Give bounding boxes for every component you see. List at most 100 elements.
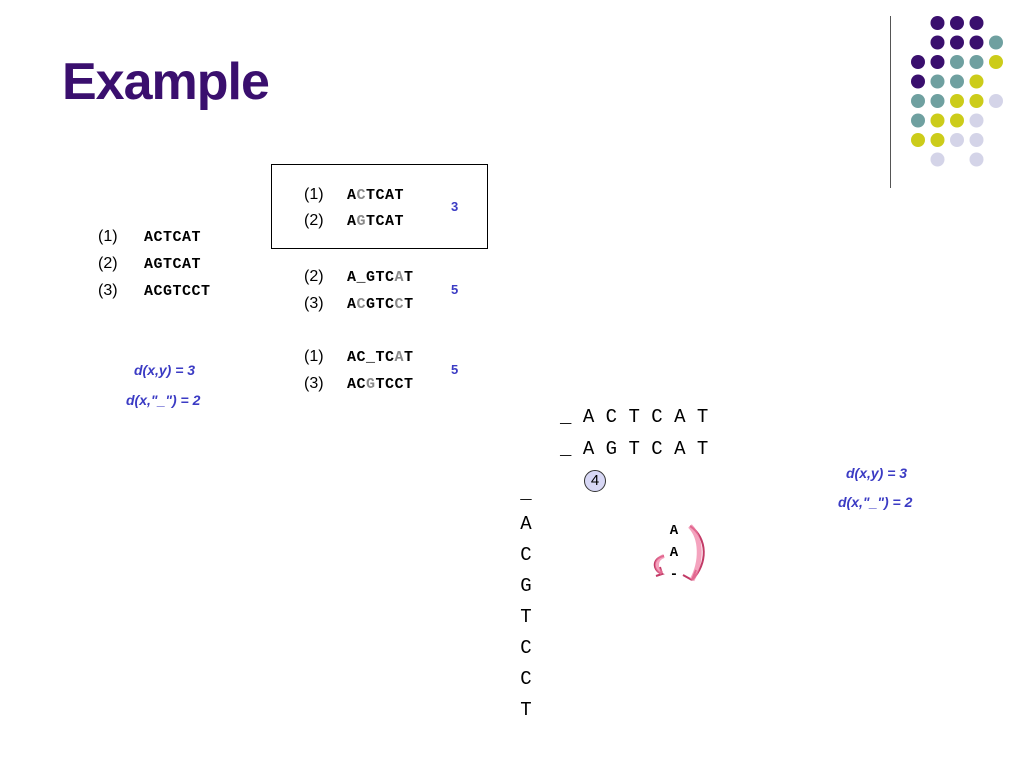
matrix-header-row-2: _ A G T C A T: [560, 438, 708, 460]
pair-number: (3): [304, 295, 324, 312]
sequence-segment: TCAT: [366, 213, 405, 230]
decorative-dot: [930, 113, 945, 128]
decorative-dot: [950, 55, 964, 69]
item-sequence: AGTCAT: [144, 256, 202, 273]
decorative-dot: [911, 94, 925, 108]
pair-row: (2)AGTCAT: [304, 212, 404, 238]
matrix-column-cell: T: [520, 699, 532, 721]
highlighted-letter: C: [394, 296, 405, 313]
pair-sequence: ACTCAT: [347, 187, 404, 204]
pair-row: (2) A_GTCAT: [304, 268, 414, 295]
transition-char: -: [669, 567, 679, 583]
matrix-column-cell: C: [520, 637, 532, 659]
pair-1-3: (1)AC_TCAT (3)ACGTCCT: [304, 348, 414, 402]
matrix-header-cell: T: [696, 438, 709, 460]
highlighted-letter: G: [366, 376, 376, 393]
distance-mismatch: d(x,y) = 3: [134, 362, 196, 378]
pair-row: (3)ACGTCCT: [304, 295, 414, 322]
sequence-segment: T: [404, 296, 414, 313]
distance-gap: d(x,"_") = 2: [838, 494, 913, 510]
item-sequence: ACGTCCT: [144, 283, 211, 300]
pair-number: (1): [304, 186, 324, 203]
list-item: (1) ACTCAT: [98, 228, 211, 255]
matrix-header-cell: G: [605, 438, 618, 460]
list-item: (2) AGTCAT: [98, 255, 211, 282]
sequence-segment: GTC: [366, 296, 395, 313]
matrix-header-cell: A: [674, 438, 686, 460]
item-number: (2): [98, 255, 118, 272]
pair-number: (1): [304, 348, 324, 365]
decorative-dot: [911, 113, 925, 128]
pair-sequence: A_GTCAT: [347, 269, 414, 286]
decorative-dot: [950, 74, 964, 89]
decorative-dot-grid: [911, 16, 1003, 167]
decorative-dot: [930, 55, 945, 69]
item-number: (1): [98, 228, 118, 245]
decorative-dot: [930, 74, 945, 89]
sequence-list: (1) ACTCAT (2) AGTCAT (3) ACGTCCT: [98, 228, 211, 309]
decorative-dot: [911, 133, 925, 147]
list-item: (3) ACGTCCT: [98, 282, 211, 309]
matrix-header-cell: _: [560, 438, 572, 460]
matrix-cell-value: 4: [584, 470, 606, 492]
pair-row: (3)ACGTCCT: [304, 375, 414, 402]
matrix-column-cell: C: [520, 668, 532, 690]
pair-sequence: AGTCAT: [347, 213, 404, 230]
decorative-dot: [969, 152, 984, 167]
decorative-dot: [969, 133, 984, 147]
slide-title: Example: [62, 53, 270, 111]
highlighted-letter: C: [356, 187, 367, 204]
sequence-segment: TCCT: [375, 376, 414, 393]
decorative-dot: [969, 35, 984, 50]
distance-gap: d(x,"_") = 2: [126, 392, 201, 408]
decorative-dot: [950, 35, 964, 50]
decorative-dot: [969, 94, 984, 108]
decorative-dot: [969, 55, 984, 69]
pair-sequence: ACGTCCT: [347, 376, 414, 393]
sequence-segment: A_GTC: [347, 269, 395, 286]
matrix-header-cell: A: [674, 406, 686, 428]
matrix-column-cell: _: [520, 482, 532, 504]
matrix-header-cell: C: [651, 438, 663, 460]
decorative-dot: [989, 35, 1003, 50]
sequence-segment: A: [347, 187, 357, 204]
divider-line: [890, 16, 891, 188]
matrix-column: _ A C G T C C T: [516, 478, 536, 726]
transition-chars: A A -: [667, 520, 681, 586]
decorative-dot: [930, 152, 945, 167]
sequence-segment: TCAT: [366, 187, 405, 204]
sequence-segment: AC_TC: [347, 349, 395, 366]
sequence-segment: A: [347, 213, 357, 230]
decorative-dot: [989, 94, 1003, 108]
pair-row: (1)AC_TCAT: [304, 348, 414, 375]
matrix-header-row-1: _ A C T C A T: [560, 406, 708, 428]
sequence-segment: T: [404, 349, 414, 366]
transition-char: A: [669, 523, 679, 539]
pair-score: 5: [451, 362, 459, 377]
matrix-column-cell: T: [520, 606, 532, 628]
item-number: (3): [98, 282, 118, 299]
highlight-box: [271, 164, 488, 249]
matrix-header-cell: C: [605, 406, 618, 428]
highlighted-letter: G: [356, 213, 367, 230]
distance-mismatch: d(x,y) = 3: [846, 465, 908, 481]
highlighted-letter: A: [394, 269, 405, 286]
decorative-dot: [969, 113, 984, 128]
matrix-header-cell: _: [560, 406, 572, 428]
matrix-header-cell: T: [696, 406, 709, 428]
pair-score: 5: [451, 282, 459, 297]
matrix-column-cell: C: [520, 544, 532, 566]
pair-score: 3: [451, 199, 459, 214]
pair-1-2: (1)ACTCAT (2)AGTCAT: [304, 186, 404, 238]
decorative-dot: [950, 113, 964, 128]
pair-number: (2): [304, 268, 324, 285]
decorative-dot: [969, 74, 984, 89]
sequence-segment: T: [404, 269, 414, 286]
matrix-header-cell: A: [582, 406, 595, 428]
decorative-dot: [930, 94, 945, 108]
matrix-header-cell: T: [628, 406, 640, 428]
decorative-dot: [911, 55, 925, 69]
decorative-dot: [950, 133, 964, 147]
item-sequence: ACTCAT: [144, 229, 202, 246]
matrix-column-cell: G: [520, 575, 532, 597]
